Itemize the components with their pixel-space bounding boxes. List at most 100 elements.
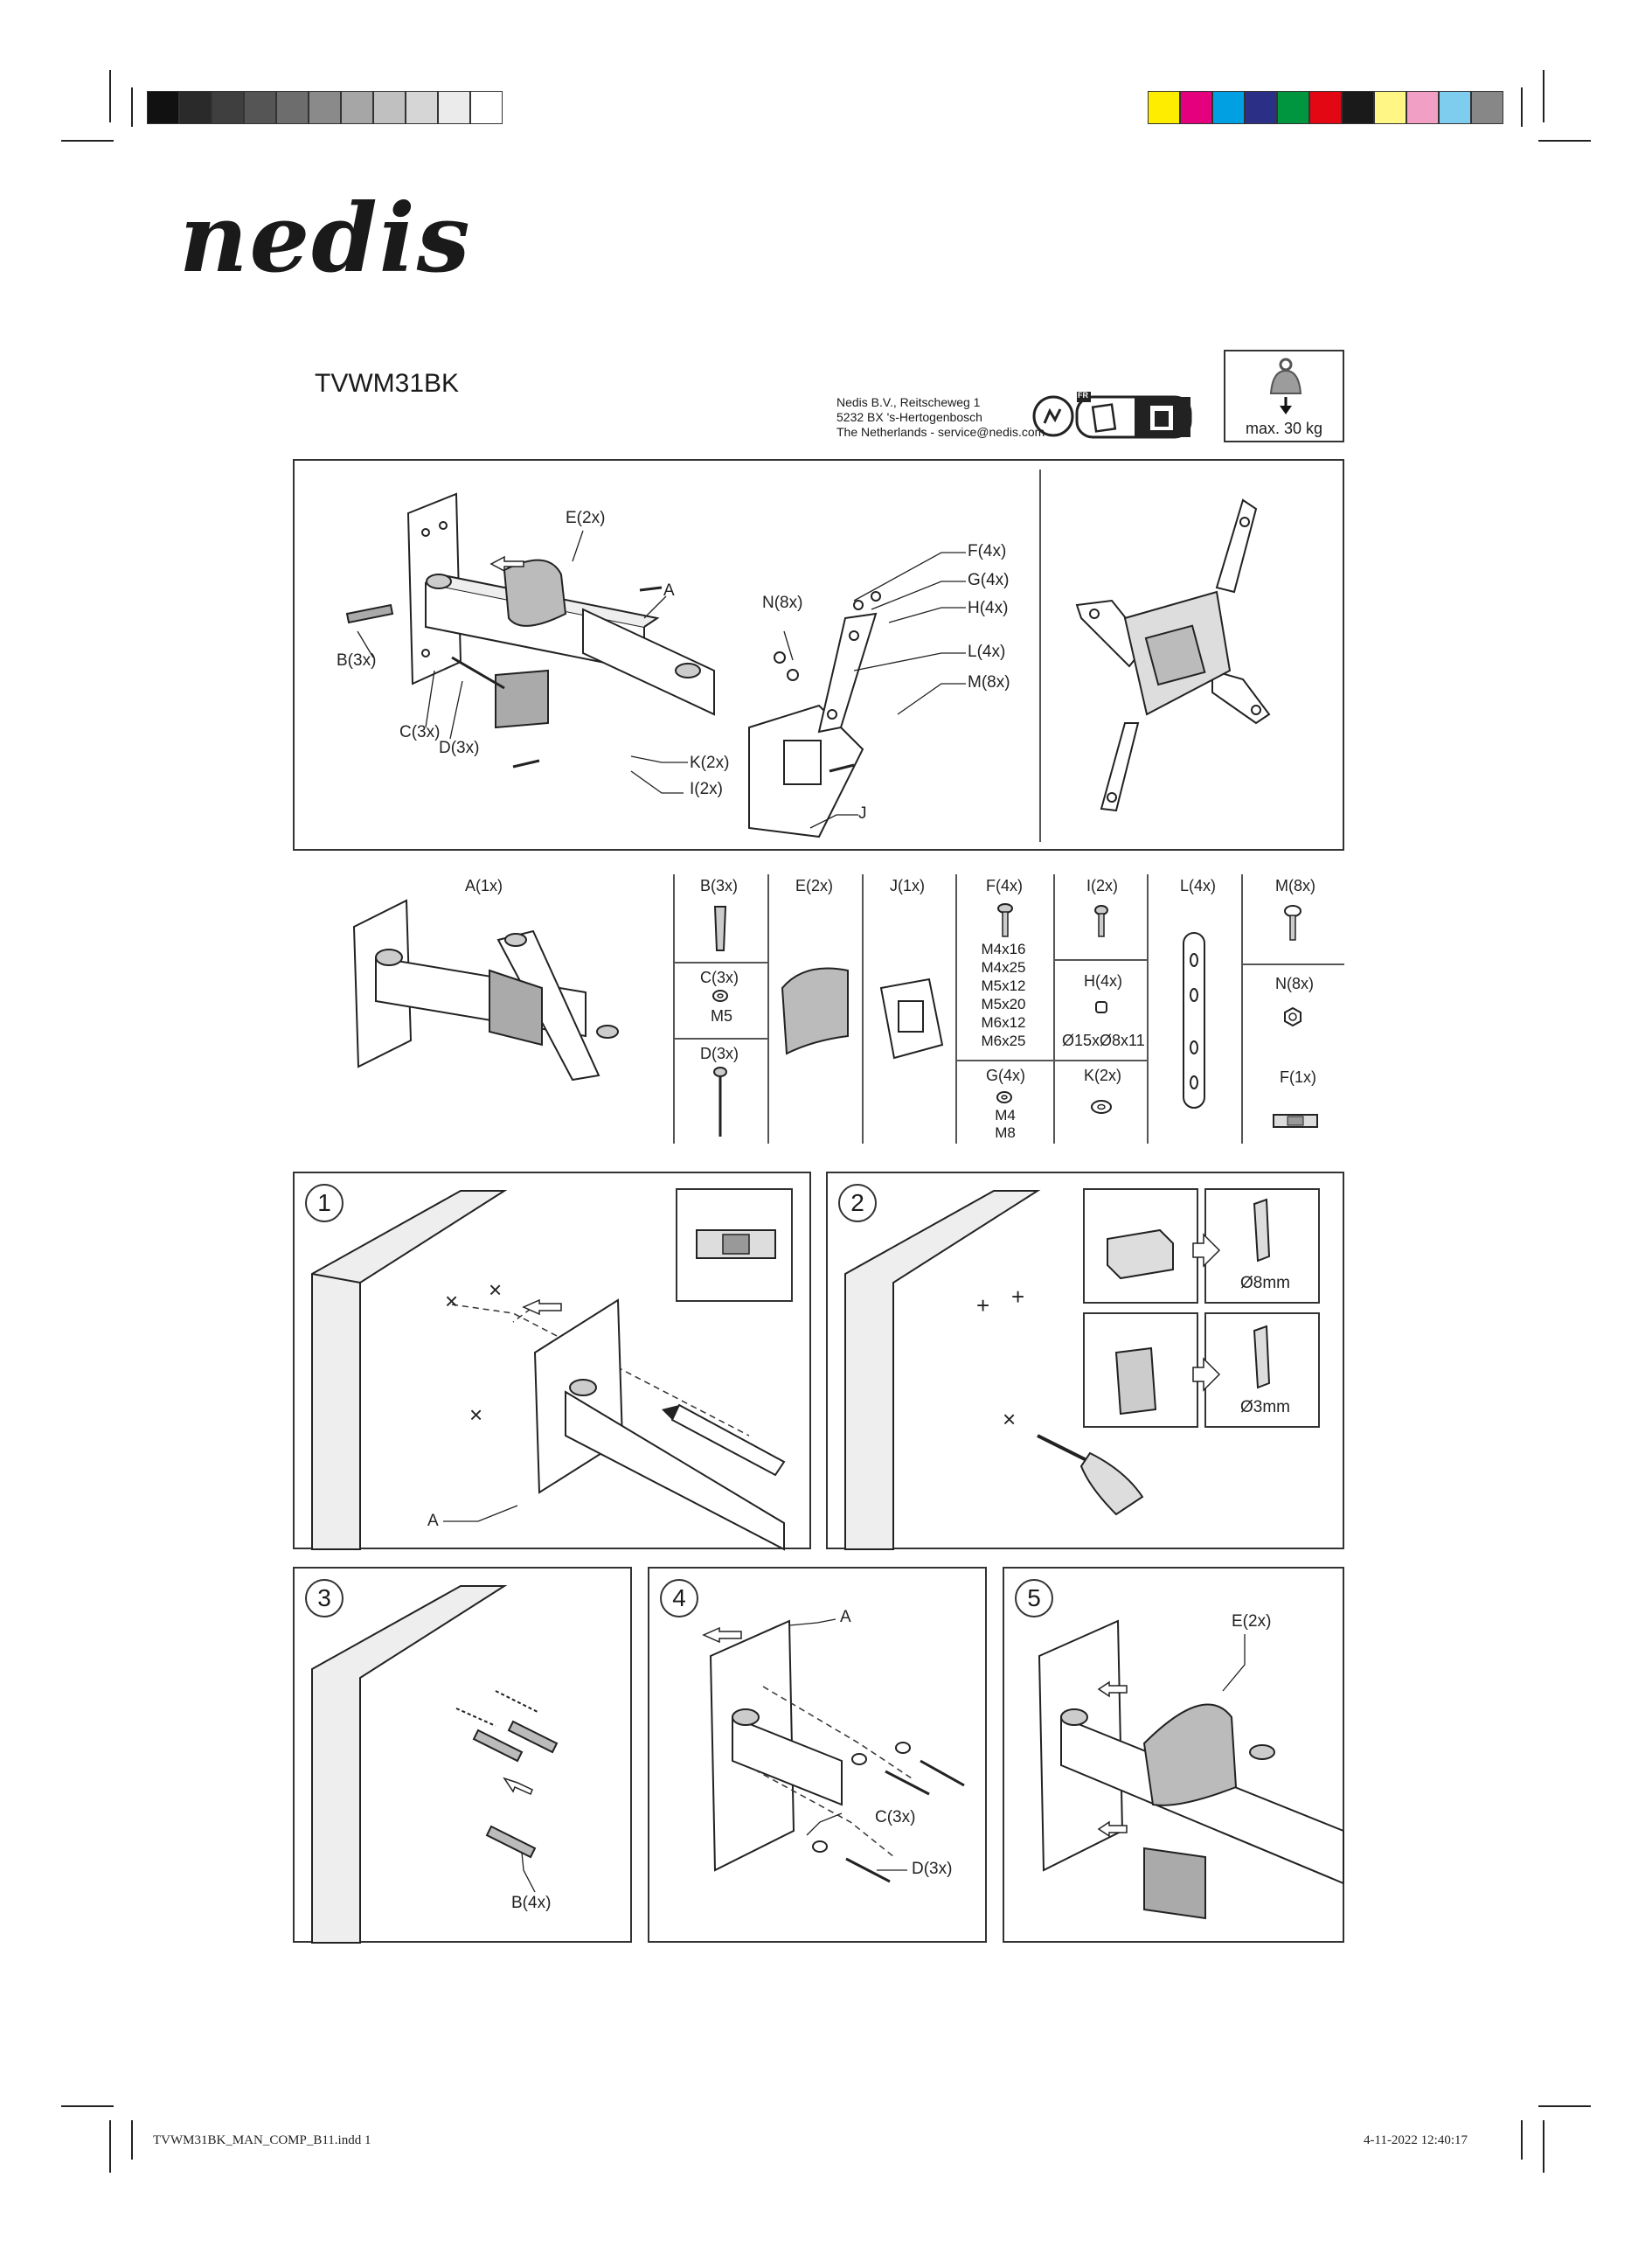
label-H: H(4x) <box>968 599 1009 617</box>
color-swatch <box>373 91 406 124</box>
part-A-label: A(1x) <box>465 877 503 894</box>
part-M-label: M(8x) <box>1275 877 1315 894</box>
svg-text:×: × <box>469 1402 482 1428</box>
color-swatch <box>1406 91 1439 124</box>
step-4-label-A: A <box>840 1608 851 1626</box>
part-J-label: J(1x) <box>890 877 925 894</box>
drill-concrete-size: Ø8mm <box>1240 1274 1290 1292</box>
part-C-label: C(3x) <box>700 969 739 986</box>
step-2-panel: 2 + + × Ø8mm Ø3mm <box>826 1172 1344 1550</box>
part-K-label: K(2x) <box>1084 1067 1122 1084</box>
footer-datetime: 4-11-2022 12:40:17 <box>1364 2133 1468 2147</box>
part-E-label: E(2x) <box>795 877 834 894</box>
part-L-label: L(4x) <box>1180 877 1217 894</box>
label-F: F(4x) <box>968 542 1007 560</box>
color-swatch <box>1148 91 1180 124</box>
spirit-level-icon <box>1273 1114 1318 1128</box>
nut-icon <box>1284 1006 1301 1027</box>
bolt-icon <box>997 903 1013 937</box>
step-3-drawing <box>311 1585 559 1944</box>
screw-m-icon <box>1284 905 1301 941</box>
address-line-2: 5232 BX 's-Hertogenbosch <box>836 410 982 424</box>
part-H-size: Ø15xØ8x11 <box>1062 1032 1145 1049</box>
label-N: N(8x) <box>762 594 803 612</box>
screw-i-icon <box>1094 905 1108 937</box>
label-D: D(3x) <box>439 739 480 757</box>
max-load-box: max. 30 kg <box>1224 350 1344 442</box>
size-item: M5x12 <box>981 977 1026 994</box>
label-M: M(8x) <box>968 673 1010 692</box>
color-swatch <box>1471 91 1503 124</box>
washer-g-icon <box>996 1091 1012 1103</box>
label-A: A <box>663 581 675 600</box>
footer-file: TVWM31BK_MAN_COMP_B11.indd 1 <box>153 2133 371 2147</box>
address-line-3: The Netherlands - service@nedis.com <box>836 425 1045 439</box>
color-swatch <box>276 91 309 124</box>
size-item: M8 <box>995 1124 1016 1141</box>
step-3-panel: 3 B(4x) <box>293 1567 632 1944</box>
label-C: C(3x) <box>399 723 441 741</box>
part-N-label: N(8x) <box>1275 975 1314 992</box>
recycle-badge: FR <box>1078 391 1088 400</box>
size-item: M6x25 <box>981 1033 1026 1049</box>
color-swatch <box>1245 91 1277 124</box>
exploded-view-panel: E(2x) A F(4x) G(4x) H(4x) N(8x) L(4x) M(… <box>293 459 1344 851</box>
strip-icon <box>1183 932 1205 1109</box>
washer-icon <box>712 990 728 1002</box>
step-1-drawing: × × × <box>311 1188 793 1551</box>
drill-wood-size: Ø3mm <box>1240 1398 1290 1416</box>
max-load-label: max. 30 kg <box>1245 420 1323 437</box>
label-L: L(4x) <box>968 643 1006 661</box>
step-1-label-A: A <box>427 1512 439 1530</box>
color-swatch <box>1374 91 1406 124</box>
color-swatch <box>309 91 341 124</box>
vesa-plate-drawing <box>1075 498 1271 812</box>
part-D-label: D(3x) <box>700 1045 739 1062</box>
step-3-number: 3 <box>305 1579 344 1617</box>
step-4-label-D: D(3x) <box>912 1860 953 1878</box>
part-H-label: H(4x) <box>1084 972 1122 990</box>
step-2-number: 2 <box>838 1184 877 1222</box>
size-item: M4 <box>995 1107 1016 1124</box>
svg-text:nedis: nedis <box>179 184 472 294</box>
nedis-logo: nedis <box>179 184 470 294</box>
cover-icon <box>781 967 849 1055</box>
step-5-drawing <box>1038 1619 1344 1920</box>
color-swatch <box>1439 91 1471 124</box>
step-4-label-C: C(3x) <box>875 1808 916 1826</box>
size-item: M5x20 <box>981 996 1026 1012</box>
company-address: Nedis B.V., Reitscheweg 1 5232 BX 's-Her… <box>836 395 1045 440</box>
color-swatch <box>212 91 244 124</box>
part-level-label: F(1x) <box>1280 1068 1316 1086</box>
spacer-icon <box>1095 1001 1107 1013</box>
washer-k-icon <box>1091 1100 1112 1114</box>
step-4-drawing <box>702 1618 965 1883</box>
svg-text:+: + <box>1011 1284 1024 1310</box>
part-A-drawing <box>352 899 619 1082</box>
size-item: M4x25 <box>981 959 1026 976</box>
screw-icon <box>713 1067 727 1137</box>
label-B: B(3x) <box>337 651 377 670</box>
step-3-label-B: B(4x) <box>511 1894 552 1912</box>
color-swatch <box>1277 91 1309 124</box>
color-swatch <box>470 91 503 124</box>
exploded-bracket-drawing <box>345 492 966 838</box>
color-swatch <box>438 91 470 124</box>
part-G-label: G(4x) <box>986 1067 1025 1084</box>
size-item: M6x12 <box>981 1014 1026 1031</box>
part-I-label: I(2x) <box>1086 877 1118 894</box>
step-1-number: 1 <box>305 1184 344 1222</box>
color-swatch <box>244 91 276 124</box>
label-G: G(4x) <box>968 571 1010 589</box>
label-K: K(2x) <box>690 754 730 772</box>
svg-text:×: × <box>489 1277 502 1303</box>
svg-text:+: + <box>976 1292 989 1318</box>
step-5-number: 5 <box>1015 1579 1053 1617</box>
color-swatch <box>1212 91 1245 124</box>
step-4-number: 4 <box>660 1579 698 1617</box>
label-I: I(2x) <box>690 780 723 798</box>
vesa-small-plate-icon <box>879 977 944 1060</box>
address-line-1: Nedis B.V., Reitscheweg 1 <box>836 395 981 409</box>
